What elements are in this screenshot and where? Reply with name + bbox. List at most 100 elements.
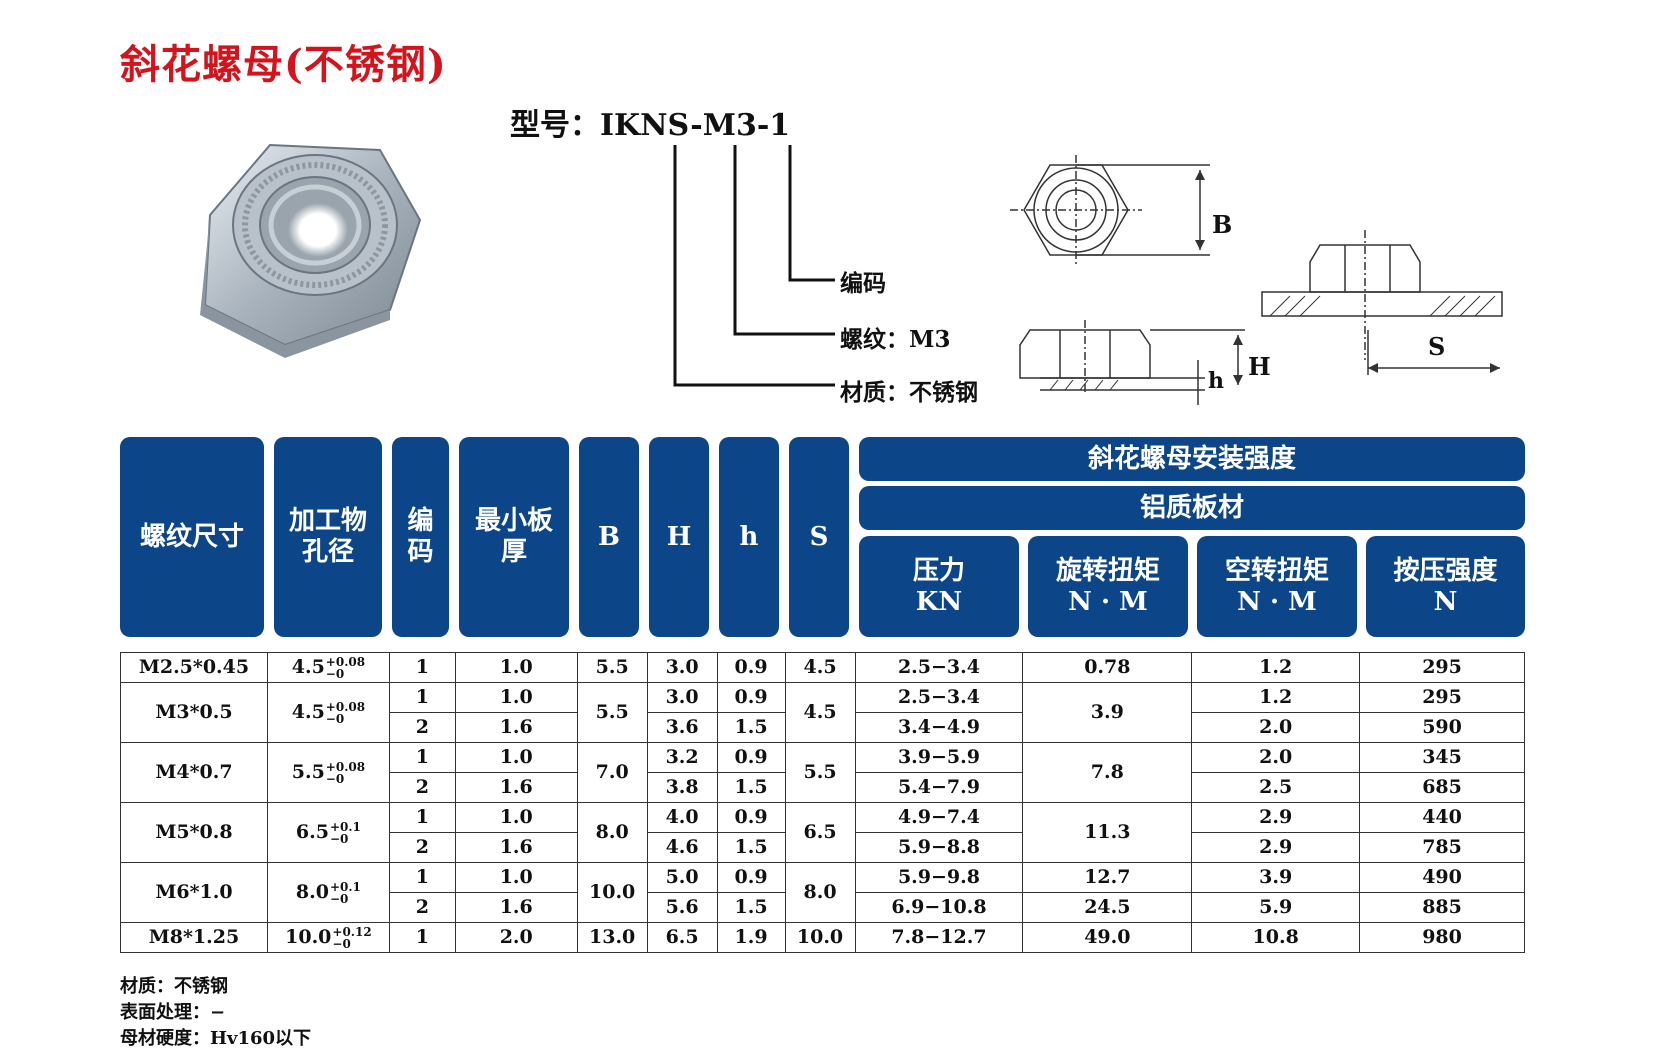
cell-size: M5*0.8 (120, 802, 268, 863)
cell-H: 4.0 (646, 802, 718, 833)
table-row: M6*1.0 8.0+0.1−0 1 1.0 10.0 5.0 0.9 8.0 … (120, 862, 1525, 923)
cell-pressure: 2.5−3.4 (854, 682, 1024, 713)
nut-photo (200, 143, 422, 358)
cell-push: 980 (1359, 922, 1525, 953)
note-material: 材质：不锈钢 (120, 976, 228, 997)
model-label: 型号： (510, 108, 600, 143)
cell-code: 2 (388, 832, 456, 863)
table-row: M8*1.25 10.0+0.12−0 1 2.0 13.0 6.5 1.9 1… (120, 922, 1525, 953)
cell-h: 1.5 (716, 772, 786, 803)
cell-pressure: 5.9−9.8 (854, 862, 1024, 893)
cell-pressure: 5.9−8.8 (854, 832, 1024, 863)
cell-push: 345 (1359, 742, 1525, 773)
cell-S: 8.0 (784, 862, 856, 923)
cell-code: 1 (388, 742, 456, 773)
cell-pressure: 2.5−3.4 (854, 652, 1024, 683)
cell-push: 295 (1359, 682, 1525, 713)
table-row: M4*0.7 5.5+0.08−0 1 1.0 7.0 3.2 0.9 5.5 … (120, 742, 1525, 803)
cell-hole: 10.0+0.12−0 (266, 922, 390, 953)
dim-label-B: B (1212, 210, 1233, 239)
cell-S: 6.5 (784, 802, 856, 863)
dim-label-H: H (1248, 352, 1271, 381)
cell-thickness: 1.6 (454, 772, 578, 803)
cell-hole: 4.5+0.08−0 (266, 652, 390, 683)
cell-push: 490 (1359, 862, 1525, 893)
table-row: M2.5*0.45 4.5+0.08−0 1 1.0 5.5 3.0 0.9 4… (120, 652, 1525, 683)
cell-idle-torque: 2.9 (1191, 802, 1361, 833)
note-surface: 表面处理：− (120, 1002, 226, 1023)
cell-h: 1.5 (716, 832, 786, 863)
cell-idle-torque: 1.2 (1191, 652, 1361, 683)
cell-idle-torque: 2.9 (1191, 832, 1361, 863)
cell-push: 685 (1359, 772, 1525, 803)
cell-pressure: 4.9−7.4 (854, 802, 1024, 833)
header-min-thickness: 最小板厚 (459, 437, 569, 637)
cell-H: 3.8 (646, 772, 718, 803)
table-row: 2 1.6 3.6 1.5 3.4−4.9 2.0 590 (121, 712, 1525, 743)
cell-torque: 3.9 (1022, 682, 1193, 743)
cell-H: 6.5 (646, 922, 718, 953)
cell-torque: 49.0 (1022, 922, 1193, 953)
cell-push: 885 (1359, 892, 1525, 923)
cell-torque: 7.8 (1022, 742, 1193, 803)
header-install-strength: 斜花螺母安装强度 (859, 437, 1525, 481)
cell-thickness: 1.0 (454, 652, 578, 683)
cell-hole: 5.5+0.08−0 (266, 742, 390, 803)
cell-idle-torque: 2.5 (1191, 772, 1361, 803)
model-code: 型号：IKNS-M3-1 (510, 100, 790, 144)
cell-idle-torque: 1.2 (1191, 682, 1361, 713)
cell-size: M4*0.7 (120, 742, 268, 803)
cell-B: 5.5 (576, 652, 648, 683)
cell-thickness: 1.0 (454, 862, 578, 893)
cell-B: 7.0 (576, 742, 648, 803)
table-row: 2 1.6 4.6 1.5 5.9−8.8 2.9 785 (121, 832, 1525, 863)
cell-code: 1 (388, 922, 456, 953)
legend-material: 材质：不锈钢 (840, 379, 978, 406)
cell-h: 0.9 (716, 802, 786, 833)
cell-code: 2 (388, 712, 456, 743)
cell-code: 1 (388, 862, 456, 893)
cell-pressure: 6.9−10.8 (854, 892, 1024, 923)
cell-H: 3.2 (646, 742, 718, 773)
header-aluminum-sheet: 铝质板材 (859, 486, 1525, 530)
cell-S: 4.5 (784, 652, 856, 683)
cell-size: M3*0.5 (120, 682, 268, 743)
cell-H: 4.6 (646, 832, 718, 863)
header-thread-size: 螺纹尺寸 (120, 437, 264, 637)
cell-size: M6*1.0 (120, 862, 268, 923)
cell-thickness: 1.0 (454, 742, 578, 773)
cell-code: 2 (388, 892, 456, 923)
cell-size: M8*1.25 (120, 922, 268, 953)
cell-thickness: 2.0 (454, 922, 578, 953)
cell-hole: 4.5+0.08−0 (266, 682, 390, 743)
page-title: 斜花螺母(不锈钢) (120, 41, 447, 88)
cell-S: 4.5 (784, 682, 856, 743)
cell-B: 10.0 (576, 862, 648, 923)
cell-h: 0.9 (716, 742, 786, 773)
note-hardness: 母材硬度：Hv160以下 (120, 1028, 312, 1049)
cell-h: 1.5 (716, 712, 786, 743)
legend-code: 编码 (840, 270, 886, 297)
model-value: IKNS-M3-1 (600, 108, 791, 143)
cell-code: 1 (388, 652, 456, 683)
cell-code: 1 (388, 682, 456, 713)
header-h: h (719, 437, 779, 637)
cell-hole: 6.5+0.1−0 (266, 802, 390, 863)
cell-B: 5.5 (576, 682, 648, 743)
cell-push: 785 (1359, 832, 1525, 863)
cell-idle-torque: 2.0 (1191, 742, 1361, 773)
cell-pressure: 7.8−12.7 (854, 922, 1024, 953)
cell-push: 440 (1359, 802, 1525, 833)
table-row: M5*0.8 6.5+0.1−0 1 1.0 8.0 4.0 0.9 6.5 4… (120, 802, 1525, 863)
cell-idle-torque: 10.8 (1191, 922, 1361, 953)
cell-hole: 8.0+0.1−0 (266, 862, 390, 923)
cell-size: M2.5*0.45 (120, 652, 268, 683)
cell-thickness: 1.0 (454, 682, 578, 713)
cell-code: 2 (388, 772, 456, 803)
cell-H: 3.0 (646, 682, 718, 713)
